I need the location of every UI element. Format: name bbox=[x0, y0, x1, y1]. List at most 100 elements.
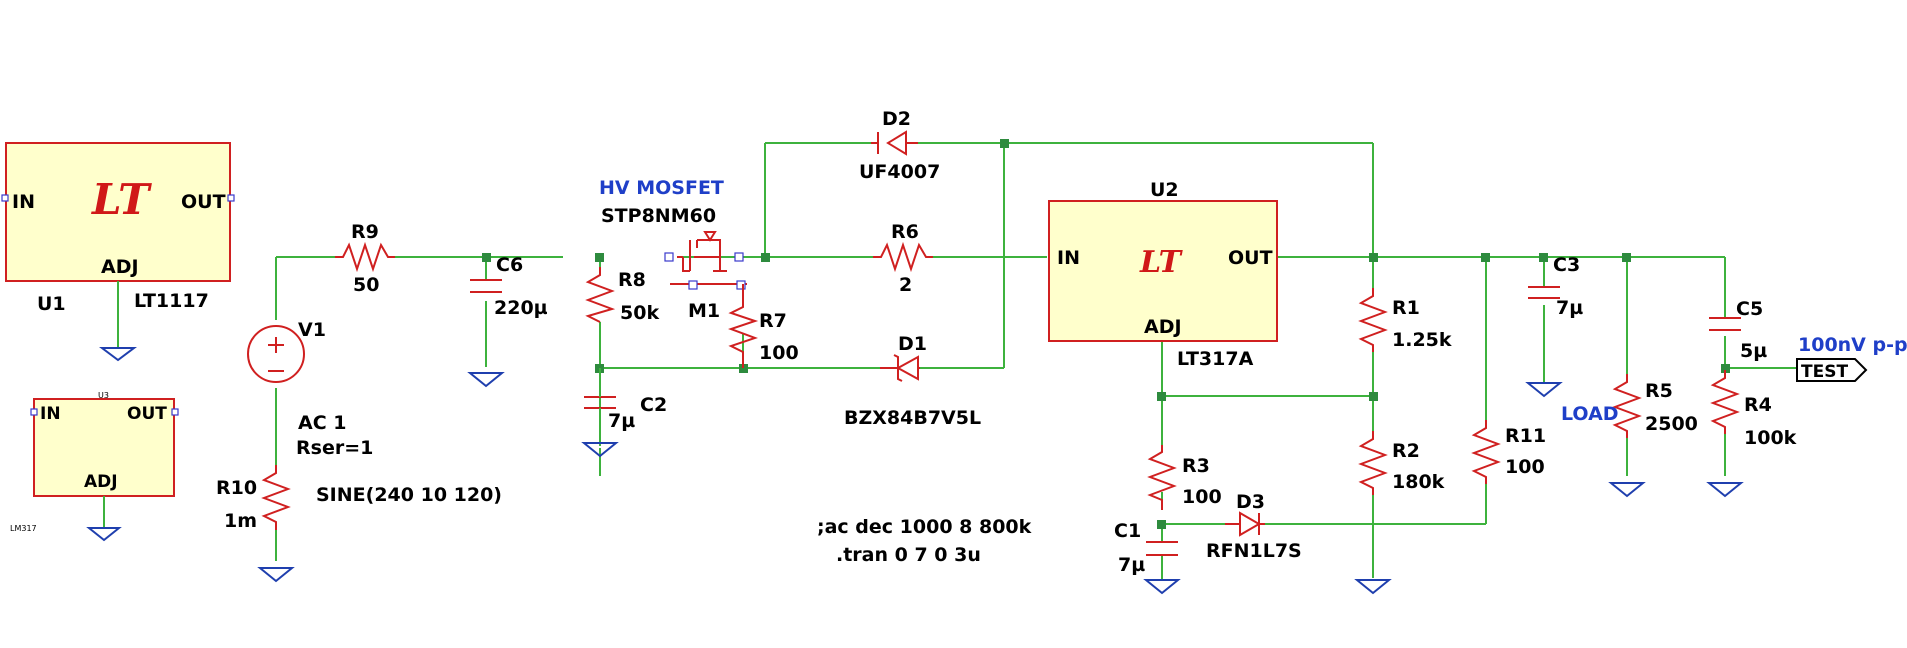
ac-directive[interactable]: ;ac dec 1000 8 800k bbox=[817, 516, 1032, 538]
r8-value: 50k bbox=[620, 302, 659, 324]
junction-dot bbox=[1481, 253, 1490, 262]
junction-dot bbox=[482, 253, 491, 262]
m1-note: HV MOSFET bbox=[599, 177, 724, 199]
r2-ref: R2 bbox=[1392, 440, 1420, 462]
d2-ref: D2 bbox=[882, 108, 911, 130]
u2-in-label: IN bbox=[1057, 247, 1080, 269]
wiring bbox=[275, 142, 1797, 580]
junction-dot bbox=[1369, 253, 1378, 262]
r4-value: 100k bbox=[1744, 427, 1797, 449]
v1-source[interactable] bbox=[247, 325, 305, 383]
r10-resistor[interactable] bbox=[261, 465, 291, 530]
r4-resistor[interactable] bbox=[1710, 370, 1740, 434]
u3-out-pin bbox=[171, 408, 179, 416]
ground-icon bbox=[1525, 382, 1563, 398]
junction-dot bbox=[1622, 253, 1631, 262]
r5-resistor[interactable] bbox=[1612, 374, 1642, 438]
junction-dot bbox=[1369, 392, 1378, 401]
d2-diode[interactable] bbox=[871, 130, 918, 156]
d1-ref: D1 bbox=[898, 333, 927, 355]
u1-regulator[interactable]: LT IN OUT ADJ bbox=[1, 142, 235, 282]
u2-ref: U2 bbox=[1150, 179, 1179, 201]
c2-ref: C2 bbox=[640, 394, 667, 416]
test-note: 100nV p-p bbox=[1798, 334, 1907, 356]
m1-pin bbox=[664, 252, 674, 262]
ground-icon bbox=[581, 442, 619, 458]
junction-dot bbox=[1157, 520, 1166, 529]
u1-adj-label: ADJ bbox=[101, 256, 139, 278]
r6-resistor[interactable] bbox=[873, 241, 933, 273]
r11-resistor[interactable] bbox=[1471, 420, 1501, 484]
c3-value: 7µ bbox=[1556, 297, 1583, 319]
c5-value: 5µ bbox=[1740, 340, 1767, 362]
c6-value: 220µ bbox=[494, 297, 548, 319]
u2-out-label: OUT bbox=[1228, 247, 1273, 269]
r6-ref: R6 bbox=[891, 221, 919, 243]
r1-value: 1.25k bbox=[1392, 329, 1452, 351]
d2-value: UF4007 bbox=[859, 161, 940, 183]
u1-ref: U1 bbox=[37, 293, 66, 315]
u3-regulator[interactable]: IN OUT ADJ bbox=[30, 398, 179, 497]
ground-icon bbox=[1354, 579, 1392, 595]
u3-value: LM317 bbox=[10, 524, 37, 533]
m1-pin bbox=[734, 252, 744, 262]
linear-logo-icon: LT bbox=[1139, 245, 1184, 280]
junction-dot bbox=[1721, 364, 1730, 373]
r8-resistor[interactable] bbox=[585, 267, 616, 323]
u1-body bbox=[5, 142, 231, 282]
plus-sign-icon bbox=[268, 337, 284, 353]
junction-dot bbox=[739, 364, 748, 373]
v1-ac: AC 1 bbox=[298, 412, 346, 434]
u2-value: LT317A bbox=[1177, 348, 1254, 370]
v1-sine: SINE(240 10 120) bbox=[316, 484, 502, 506]
c1-capacitor[interactable] bbox=[1146, 541, 1178, 556]
u1-in-label: IN bbox=[12, 191, 35, 213]
c6-capacitor[interactable] bbox=[470, 279, 502, 293]
d1-zener[interactable] bbox=[880, 354, 920, 382]
r10-value: 1m bbox=[224, 510, 257, 532]
r10-ref: R10 bbox=[216, 477, 257, 499]
u3-out-label: OUT bbox=[127, 404, 167, 424]
ground-icon bbox=[86, 527, 122, 542]
test-port-label: TEST bbox=[1801, 362, 1848, 382]
r2-resistor[interactable] bbox=[1358, 431, 1388, 495]
r9-value: 50 bbox=[353, 274, 379, 296]
ground-icon bbox=[1608, 482, 1646, 498]
c5-capacitor[interactable] bbox=[1709, 317, 1741, 331]
r6-value: 2 bbox=[899, 274, 912, 296]
c2-value: 7µ bbox=[608, 410, 635, 432]
junction-dot bbox=[1539, 253, 1548, 262]
u2-regulator[interactable]: LT IN OUT ADJ bbox=[1048, 200, 1278, 342]
junction-dot bbox=[761, 253, 770, 262]
c5-ref: C5 bbox=[1736, 298, 1763, 320]
r3-resistor[interactable] bbox=[1147, 445, 1177, 510]
u1-out-label: OUT bbox=[181, 191, 226, 213]
d3-value: RFN1L7S bbox=[1206, 540, 1302, 562]
tran-directive[interactable]: .tran 0 7 0 3u bbox=[836, 544, 981, 566]
ground-icon bbox=[467, 372, 505, 388]
u3-body bbox=[33, 398, 175, 497]
test-port-flag[interactable] bbox=[1796, 358, 1868, 382]
d3-diode[interactable] bbox=[1225, 511, 1265, 537]
d1-value: BZX84B7V5L bbox=[844, 407, 981, 429]
ground-icon bbox=[1143, 579, 1181, 595]
r11-value: 100 bbox=[1505, 456, 1545, 478]
r3-value: 100 bbox=[1182, 486, 1222, 508]
junctions bbox=[482, 139, 1730, 529]
u1-in-pin bbox=[1, 194, 9, 202]
r9-resistor[interactable] bbox=[335, 241, 395, 273]
c1-value: 7µ bbox=[1118, 554, 1145, 576]
r1-resistor[interactable] bbox=[1358, 288, 1388, 352]
r7-resistor[interactable] bbox=[728, 284, 759, 368]
r8-ref: R8 bbox=[618, 269, 646, 291]
ground-icon bbox=[99, 347, 137, 362]
m1-mosfet[interactable] bbox=[664, 231, 747, 290]
u3-in-pin bbox=[30, 408, 38, 416]
c3-capacitor[interactable] bbox=[1528, 286, 1560, 299]
u1-out-pin bbox=[227, 194, 235, 202]
v1-rser: Rser=1 bbox=[296, 437, 373, 459]
body-diode-icon bbox=[703, 231, 717, 242]
u3-adj-label: ADJ bbox=[84, 472, 118, 492]
junction-dot bbox=[595, 253, 604, 262]
u3-ref: U3 bbox=[98, 391, 109, 400]
